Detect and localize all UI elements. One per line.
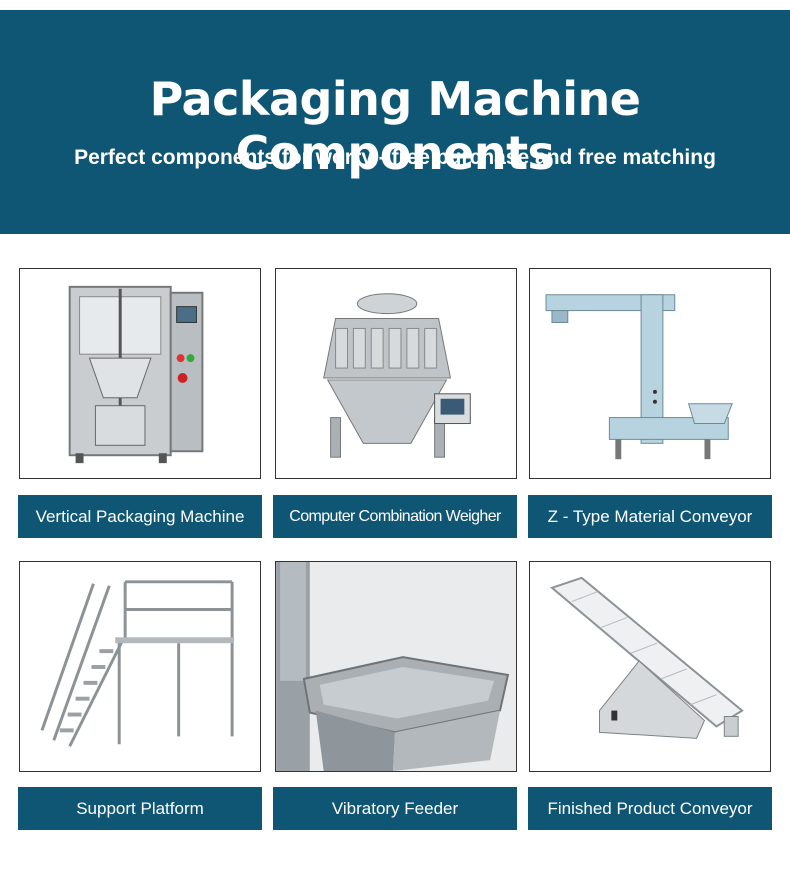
finished-product-conveyor-photo[interactable] [529, 561, 771, 772]
page-title: Packaging Machine Components [149, 72, 641, 180]
vibratory-feeder-icon [276, 562, 516, 771]
header-banner: Packaging Machine Components Perfect com… [0, 10, 790, 234]
page-subtitle: Perfect components for worry - free purc… [74, 146, 716, 169]
combination-weigher-photo[interactable] [275, 268, 517, 479]
product-label-support-platform[interactable]: Support Platform [18, 787, 262, 830]
vibratory-feeder-photo[interactable] [275, 561, 517, 772]
product-label-vibratory-feeder[interactable]: Vibratory Feeder [273, 787, 517, 830]
vertical-packaging-machine-icon [20, 269, 260, 478]
product-label-finished-product-conveyor[interactable]: Finished Product Conveyor [528, 787, 772, 830]
z-type-conveyor-icon [530, 269, 770, 478]
product-label-computer-combination-weigher[interactable]: Computer Combination Weigher [273, 495, 517, 538]
product-label-z-type-material-conveyor[interactable]: Z - Type Material Conveyor [528, 495, 772, 538]
product-label-vertical-packaging-machine[interactable]: Vertical Packaging Machine [18, 495, 262, 538]
finished-product-conveyor-icon [530, 562, 770, 771]
support-platform-icon [20, 562, 260, 771]
support-platform-photo[interactable] [19, 561, 261, 772]
z-type-conveyor-photo[interactable] [529, 268, 771, 479]
combination-weigher-icon [276, 269, 516, 478]
vertical-packaging-machine-photo[interactable] [19, 268, 261, 479]
